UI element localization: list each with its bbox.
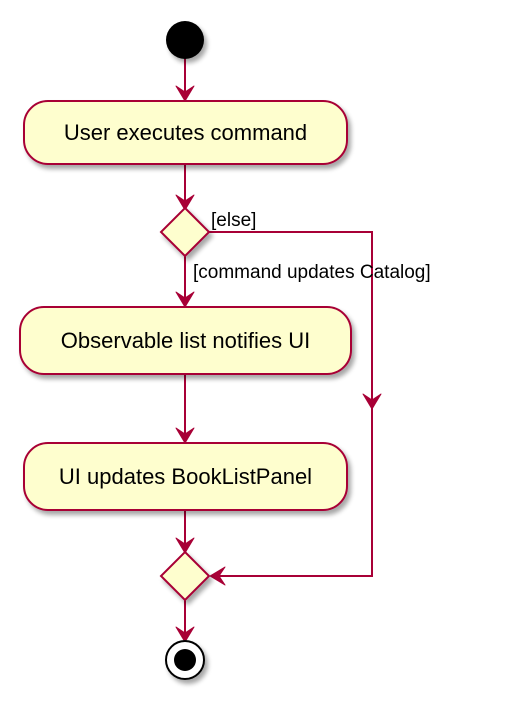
activity-update-label: UI updates BookListPanel [59,464,312,489]
arrowhead-else-down [362,393,382,410]
activity-update-box [23,442,348,511]
activity-execute-label: User executes command [64,120,307,145]
arrowheads [175,85,382,643]
activity-notify-label: Observable list notifies UI [61,328,310,353]
start-node [166,21,204,59]
guard-else-label: [else] [211,210,256,231]
end-node-inner [174,649,196,671]
arrowhead-decision [175,194,195,211]
guard-updates-label: [command updates Catalog] [193,262,431,283]
arrowhead-update [175,427,195,444]
arrowhead-merge-from-update [175,537,195,554]
merge-diamond [159,550,211,602]
activity-execute-box [23,100,348,165]
arrowhead-notify [175,291,195,308]
edge-else-branch [209,231,373,577]
arrowhead-end [175,626,195,643]
activity-notify-box [19,306,352,375]
arrowhead-merge-from-else [209,566,226,586]
decision-diamond [159,206,211,258]
end-node [165,640,205,680]
arrowhead-execute [175,85,195,102]
